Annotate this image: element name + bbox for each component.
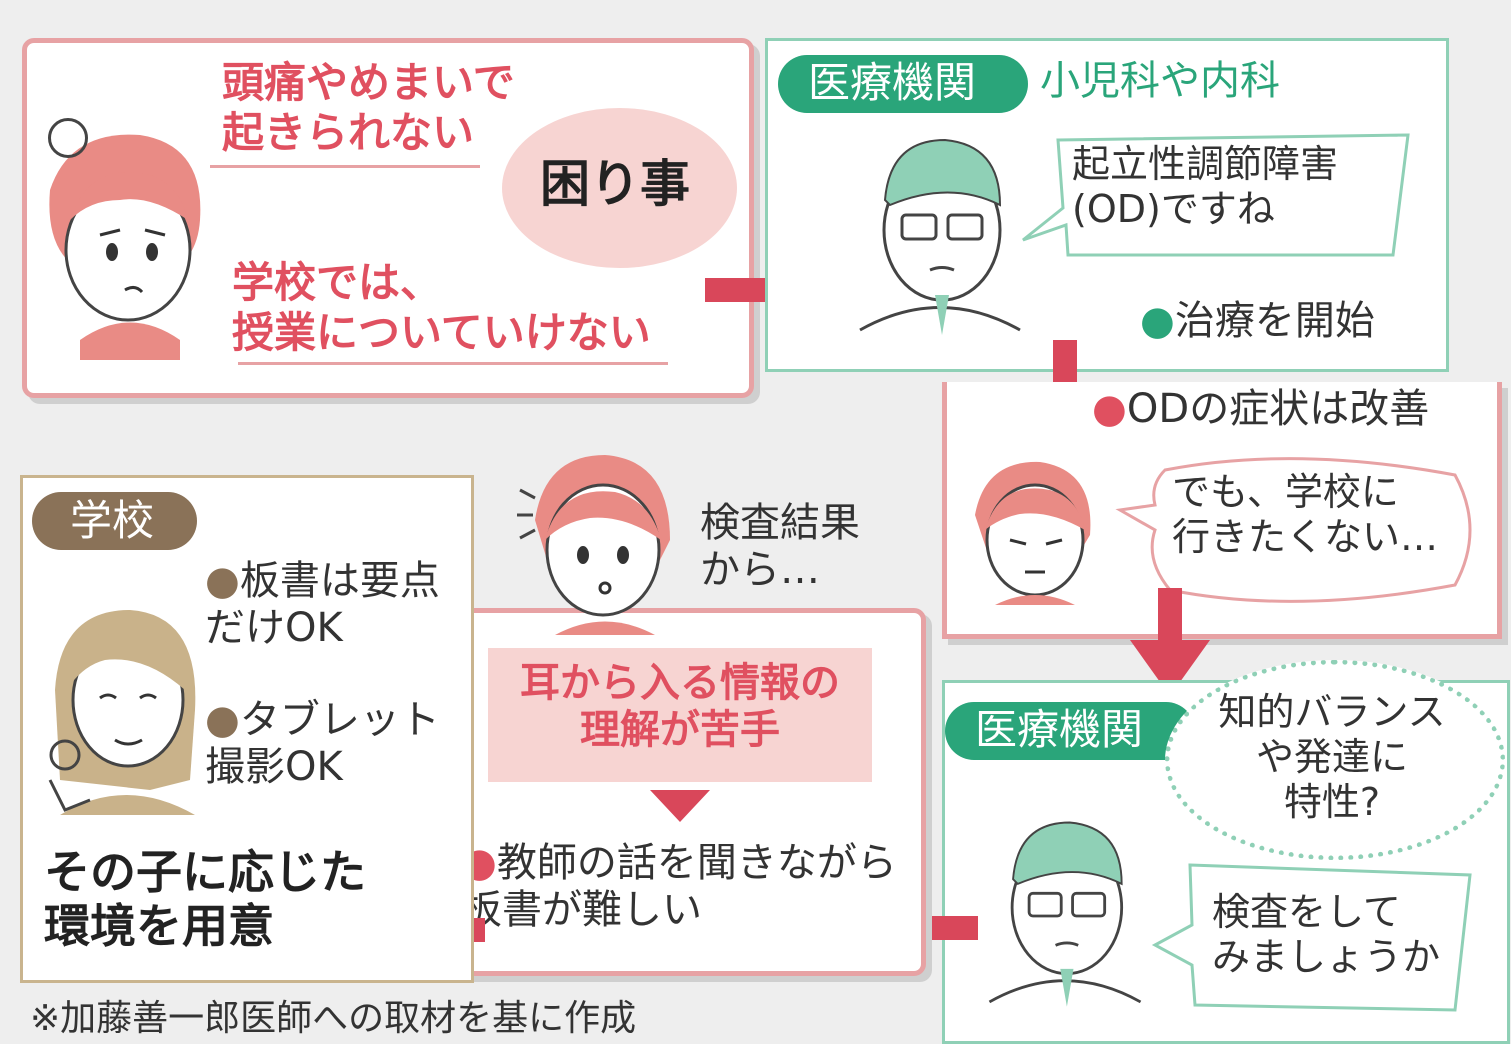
test-finding: 耳から入る情報の 理解が苦手 bbox=[520, 660, 840, 754]
clinic2-thought: 知的バランス や発達に 特性? bbox=[1218, 690, 1446, 824]
clinic2-speech: 検査をして みましょうか bbox=[1212, 890, 1441, 979]
clinic1-action: ●治療を開始 bbox=[1140, 298, 1375, 344]
school-item2: ●タブレット 撮影OK bbox=[205, 697, 440, 791]
test-issue: ●教師の話を聞きながら 板書が難しい bbox=[462, 840, 897, 934]
clinic2-speech-bubble bbox=[1151, 863, 1472, 1012]
followup-speech-bubble bbox=[1115, 457, 1472, 603]
finding-box bbox=[488, 648, 872, 782]
clinic1-speech-bubble bbox=[1022, 133, 1410, 257]
followup-speech: でも、学校に 行きたくない… bbox=[1172, 470, 1439, 559]
clinic1-speech: 起立性調節障害 (OD)ですね bbox=[1072, 142, 1339, 231]
clinic2-tag bbox=[945, 702, 1195, 760]
test-caption: 検査結果 から… bbox=[700, 500, 860, 594]
followup-result: ●ODの症状は改善 bbox=[1092, 386, 1430, 432]
trouble-label: 困り事 bbox=[540, 155, 690, 213]
school-tag bbox=[32, 492, 197, 550]
callout-line-1 bbox=[210, 165, 480, 168]
clinic1-tag-label: 医療機関 bbox=[808, 58, 977, 107]
doctor-figure-2 bbox=[988, 821, 1142, 1007]
sulking-girl-figure bbox=[975, 461, 1091, 605]
worried-girl-figure bbox=[49, 134, 201, 360]
teacher-figure bbox=[48, 610, 196, 815]
trouble-bubble bbox=[502, 108, 737, 268]
clinic1-dept: 小児科や内科 bbox=[1040, 58, 1280, 104]
clinic1-tag bbox=[778, 55, 1028, 113]
school-item1: ●板書は要点 だけOK bbox=[205, 558, 440, 652]
clinic2-tag-label: 医療機関 bbox=[975, 705, 1144, 754]
footnote: ※加藤善一郎医師への取材を基に作成 bbox=[30, 998, 637, 1039]
confused-girl-figure bbox=[517, 455, 670, 635]
complaint-school: 学校では、 授業についていけない bbox=[232, 258, 651, 357]
small-down-triangle bbox=[650, 790, 710, 822]
callout-line-2 bbox=[238, 362, 668, 365]
complaint-dizziness: 頭痛やめまいで 起きられない bbox=[222, 58, 515, 157]
clinic2-thought-bubble bbox=[1165, 660, 1505, 860]
school-tag-label: 学校 bbox=[70, 496, 155, 545]
doctor-figure-1 bbox=[859, 138, 1021, 335]
arrow-down-2 bbox=[1130, 588, 1210, 696]
school-conclusion: その子に応じた 環境を用意 bbox=[44, 845, 366, 954]
dizzy-swirl-icon bbox=[48, 118, 88, 158]
